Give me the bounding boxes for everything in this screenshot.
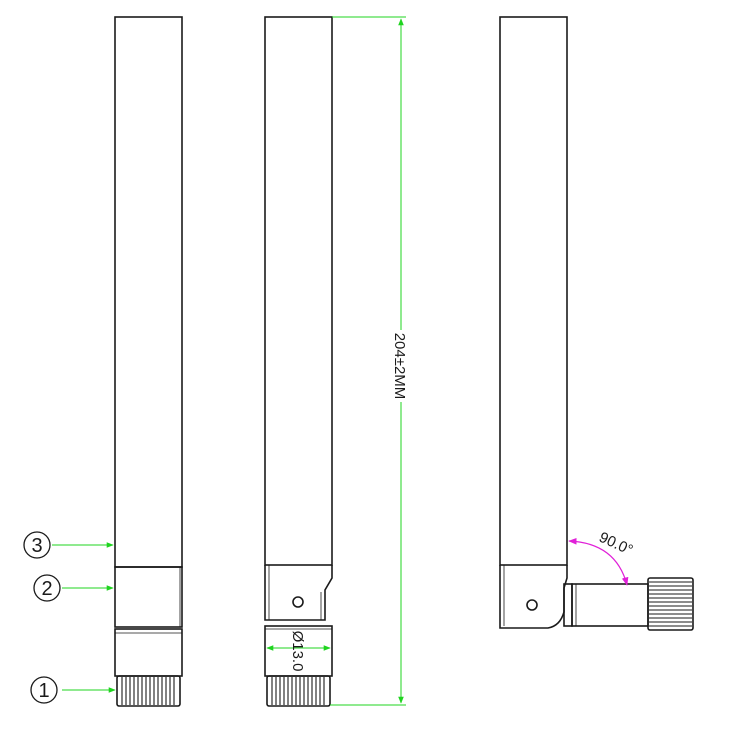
callout-2-circle bbox=[33, 574, 61, 602]
side-hinge bbox=[264, 565, 333, 621]
callout-symbols bbox=[23, 531, 61, 704]
length-dimension-label: 204±2MM bbox=[391, 333, 408, 400]
folded-hinge-pivot bbox=[526, 599, 538, 611]
side-hinge-pivot bbox=[292, 596, 304, 608]
front-knurl-lines bbox=[121, 677, 175, 705]
side-view bbox=[264, 16, 333, 707]
folded-knurl-lines bbox=[649, 581, 692, 627]
callout-2-label: 2 bbox=[41, 578, 52, 600]
diameter-dimension-label: Ø13.0 bbox=[289, 631, 306, 672]
callout-3-circle bbox=[23, 531, 51, 559]
folded-knurled-nut bbox=[647, 577, 694, 631]
folded-view bbox=[499, 16, 694, 631]
front-knurled-nut bbox=[116, 675, 181, 707]
folded-connector-collar bbox=[563, 583, 573, 627]
front-radome bbox=[114, 16, 183, 568]
callout-1-circle bbox=[30, 676, 58, 704]
folded-radome bbox=[499, 16, 568, 566]
side-radome bbox=[264, 16, 333, 566]
front-view bbox=[114, 16, 183, 707]
angle-dimension-label: 90.0° bbox=[596, 529, 635, 559]
side-knurl-lines bbox=[271, 677, 325, 705]
side-knurled-nut bbox=[266, 675, 331, 707]
callout-1-label: 1 bbox=[38, 680, 49, 702]
callout-3-label: 3 bbox=[31, 535, 42, 557]
angle-arc bbox=[568, 537, 629, 586]
folded-connector-body bbox=[571, 583, 649, 627]
front-hinge-sleeve bbox=[114, 566, 183, 628]
folded-hinge bbox=[499, 565, 568, 629]
callout-leaders bbox=[52, 542, 116, 693]
front-connector-body bbox=[114, 628, 183, 677]
